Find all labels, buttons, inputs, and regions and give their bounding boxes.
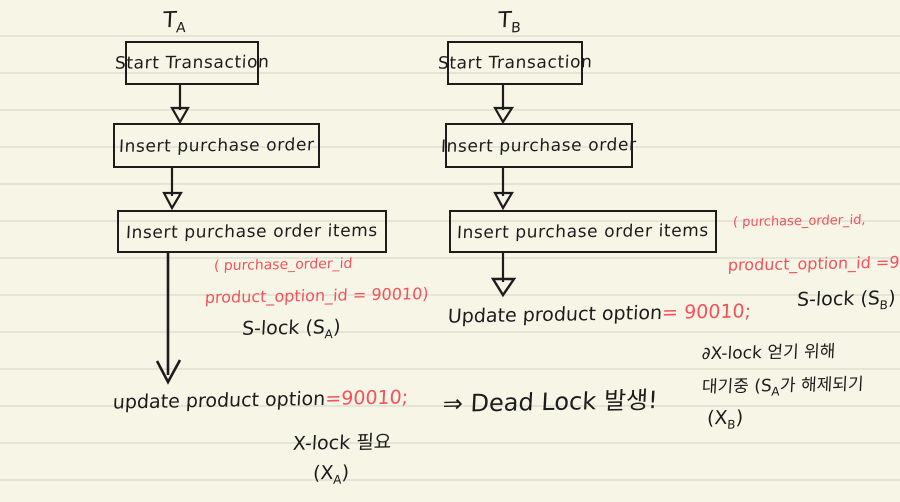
arrow-left-order-to-items-head	[162, 191, 183, 211]
transaction-label-b: TB	[497, 7, 522, 37]
note-left-x-lock-symbol: (XA)	[312, 461, 350, 487]
annotation-left-red-line1: ( purchase_order_id	[213, 255, 353, 275]
arrow-left-start-to-insert-order-head	[170, 106, 190, 125]
node-left-insert-purchase-order[interactable]: Insert purchase order	[113, 123, 320, 168]
node-left-start-transaction[interactable]: Start Transaction	[114, 41, 270, 85]
arrow-right-order-to-items-head	[493, 191, 514, 211]
conclusion-deadlock: ⇒ Dead Lock 발생!	[442, 386, 659, 418]
annotation-right-red-line1: ( purchase_order_id,	[732, 212, 867, 231]
node-left-insert-purchase-order-items[interactable]: Insert purchase order items	[117, 210, 387, 253]
node-right-insert-purchase-order-items[interactable]: Insert purchase order items	[449, 210, 717, 253]
implies-arrow-icon: ⇒	[442, 389, 464, 418]
annotation-right-s-lock: S-lock (SB)	[796, 287, 897, 313]
note-right-waiting: 대기중 (SA가 해제되기	[701, 374, 865, 399]
note-right-x-lock-acquire: ∂X-lock 얻기 위해	[701, 341, 836, 365]
transaction-label-a: TA	[162, 7, 187, 37]
arrow-left-items-to-update-head	[155, 359, 182, 385]
node-right-insert-purchase-order[interactable]: Insert purchase order	[441, 123, 637, 168]
annotation-left-red-line2: product_option_id = 90010)	[204, 284, 430, 307]
arrow-right-items-to-update-head	[490, 277, 517, 298]
annotation-right-red-line2: product_option_id =90	[727, 252, 900, 275]
note-right-x-lock-symbol: (XB)	[706, 406, 744, 432]
note-left-x-lock-required: X-lock 필요	[292, 431, 392, 455]
arrow-right-start-to-insert-order-head	[493, 106, 515, 125]
annotation-left-s-lock: S-lock (SA)	[241, 316, 342, 342]
node-right-start-transaction[interactable]: Start Transaction	[437, 41, 593, 85]
